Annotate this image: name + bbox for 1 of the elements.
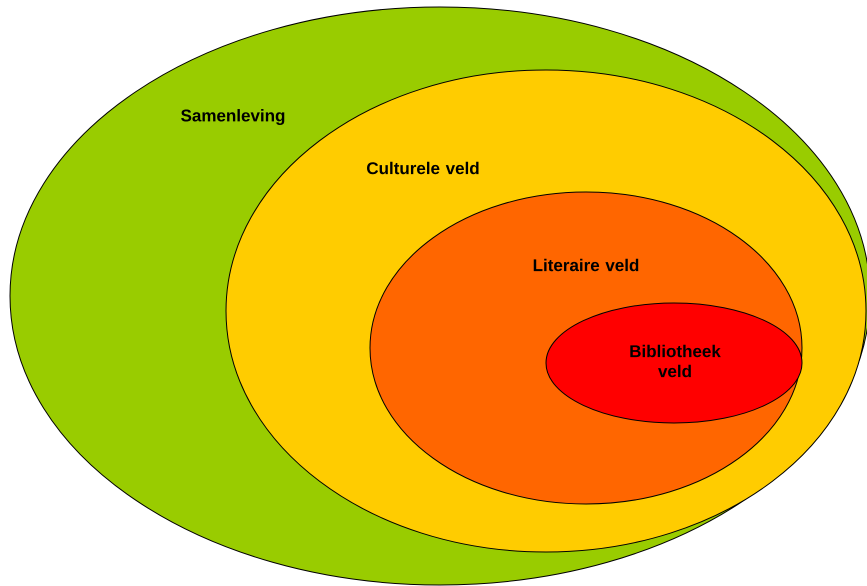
ellipse-region: Bibliotheek veld xyxy=(546,302,802,424)
